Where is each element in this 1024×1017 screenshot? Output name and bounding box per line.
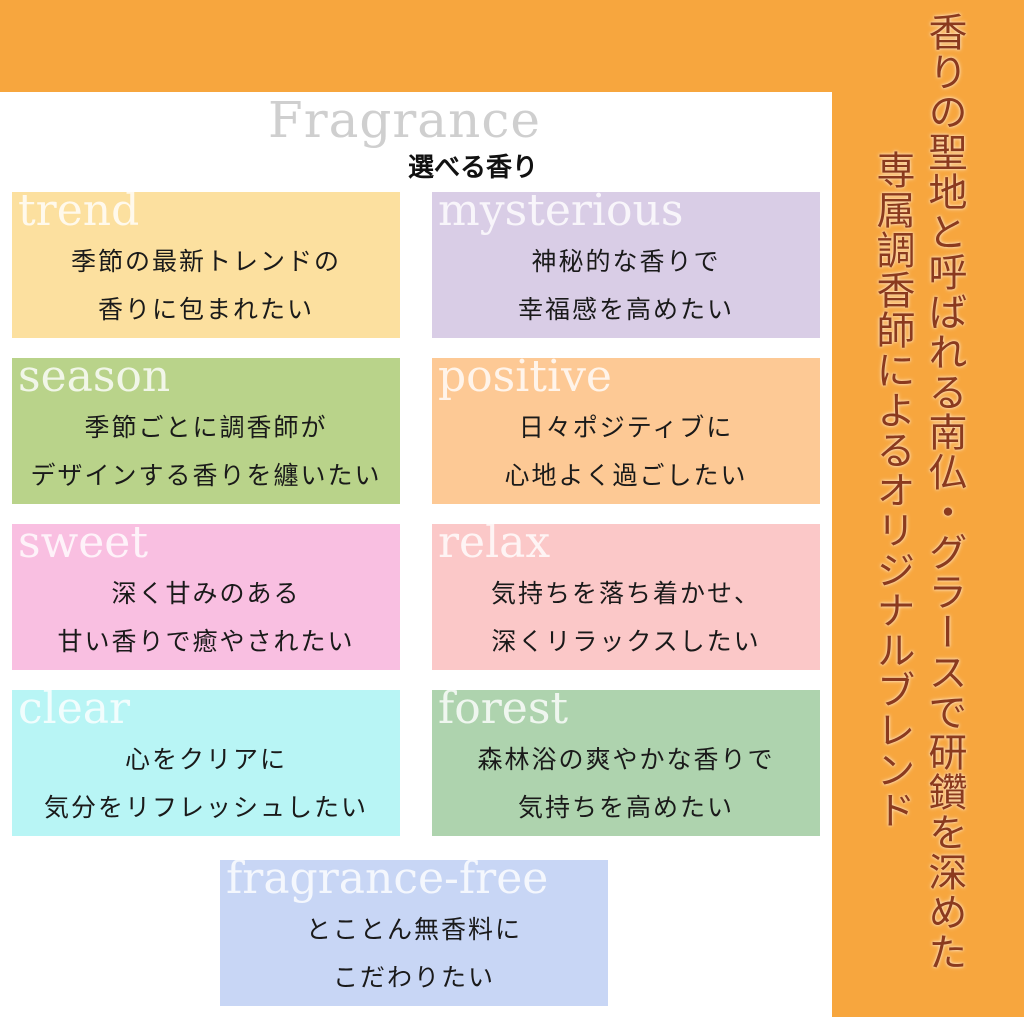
card-line1: 日々ポジティブに [518,413,734,442]
card-line2: 幸福感を高めたい [517,295,734,324]
card-description: 季節の最新トレンドの香りに包まれたい [12,238,400,334]
side-text-line1: 香りの聖地と呼ばれる南仏・グラースで研鑽を深めた [922,12,967,972]
card-clear: clear 心をクリアに気分をリフレッシュしたい [12,686,400,836]
card-line2: 気分をリフレッシュしたい [43,793,368,822]
card-line2: こだわりたい [332,963,495,992]
card-line1: 心をクリアに [124,745,287,774]
card-description: 深く甘みのある甘い香りで癒やされたい [12,570,400,666]
card-en-label: sweet [18,517,149,568]
card-description: 日々ポジティブに心地よく過ごしたい [432,404,820,500]
card-en-label: season [18,351,171,402]
card-line2: 心地よく過ごしたい [504,461,748,490]
card-description: 気持ちを落ち着かせ、深くリラックスしたい [432,570,820,666]
card-fragrance-free: fragrance-free とことん無香料にこだわりたい [220,856,608,1006]
title-en: Fragrance [268,91,541,149]
card-description: 森林浴の爽やかな香りで気持ちを高めたい [432,736,820,832]
card-line1: 神秘的な香りで [531,247,721,276]
card-en-label: relax [438,517,551,568]
card-line1: 深く甘みのある [111,579,301,608]
card-description: 心をクリアに気分をリフレッシュしたい [12,736,400,832]
card-en-label: positive [438,351,612,402]
card-relax: relax 気持ちを落ち着かせ、深くリラックスしたい [432,520,820,670]
card-positive: positive 日々ポジティブに心地よく過ごしたい [432,354,820,504]
card-mysterious: mysterious 神秘的な香りで幸福感を高めたい [432,188,820,338]
card-description: 神秘的な香りで幸福感を高めたい [432,238,820,334]
title-jp: 選べる香り [408,153,539,183]
card-line1: とことん無香料に [305,915,522,944]
card-line2: 気持ちを高めたい [517,793,734,822]
card-en-label: trend [18,185,140,236]
card-en-label: forest [438,683,569,734]
card-season: season 季節ごとに調香師がデザインする香りを纏いたい [12,354,400,504]
side-text-line2: 専属調香師によるオリジナルブレンド [870,150,915,830]
card-trend: trend 季節の最新トレンドの香りに包まれたい [12,188,400,338]
card-sweet: sweet 深く甘みのある甘い香りで癒やされたい [12,520,400,670]
card-line2: 深くリラックスしたい [491,627,761,656]
card-description: とことん無香料にこだわりたい [220,906,608,1002]
card-forest: forest 森林浴の爽やかな香りで気持ちを高めたい [432,686,820,836]
card-line2: デザインする香りを纏いたい [30,461,382,490]
card-line1: 気持ちを落ち着かせ、 [490,579,761,608]
card-en-label: fragrance-free [226,853,549,904]
card-description: 季節ごとに調香師がデザインする香りを纏いたい [12,404,400,500]
card-line1: 季節ごとに調香師が [84,413,328,442]
card-line2: 香りに包まれたい [97,295,314,324]
card-line1: 森林浴の爽やかな香りで [477,745,775,774]
card-line1: 季節の最新トレンドの [70,247,341,276]
card-en-label: mysterious [438,185,684,236]
card-en-label: clear [18,683,131,734]
card-line2: 甘い香りで癒やされたい [57,627,355,656]
